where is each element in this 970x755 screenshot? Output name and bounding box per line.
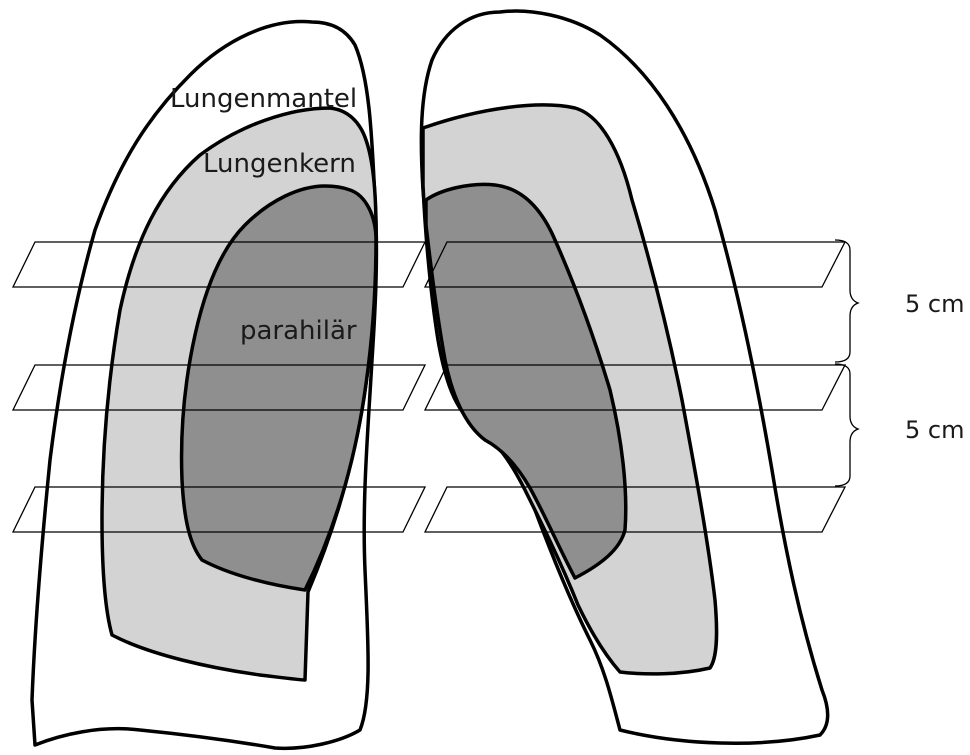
right-lung bbox=[421, 11, 827, 743]
label-lungenmantel: Lungenmantel bbox=[170, 84, 357, 114]
braces bbox=[835, 240, 858, 486]
brace-upper bbox=[835, 240, 858, 362]
dimension-label-upper: 5 cm bbox=[905, 290, 964, 318]
label-parahilar: parahilär bbox=[240, 316, 357, 346]
label-lungenkern: Lungenkern bbox=[203, 149, 356, 179]
left-lung bbox=[32, 22, 376, 749]
brace-lower bbox=[835, 364, 858, 486]
dimension-label-lower: 5 cm bbox=[905, 416, 964, 444]
